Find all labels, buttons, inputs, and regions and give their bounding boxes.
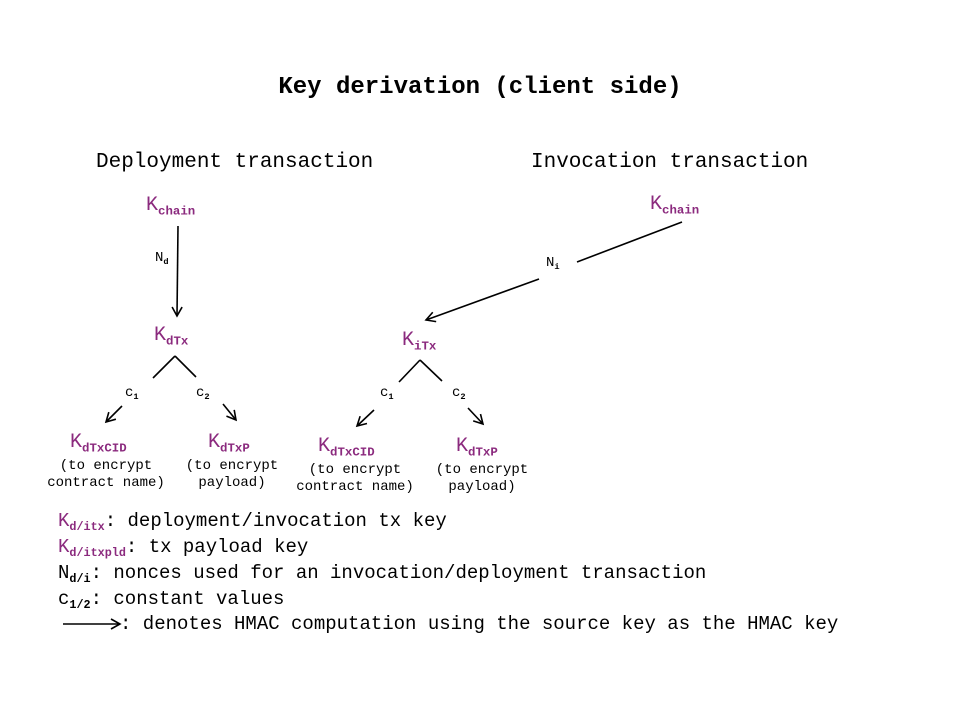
edge-dtx-split-right (174, 355, 197, 378)
invocation-p-note-line1: (to encrypt (435, 462, 529, 478)
deployment-p-note-line2: payload) (198, 475, 266, 491)
invocation-k-dtxp: KdTxP (456, 435, 498, 460)
invocation-c1-label: c1 (380, 385, 394, 403)
deployment-c1-label: c1 (125, 385, 139, 403)
deployment-p-note-line1: (to encrypt (185, 458, 279, 474)
invocation-c2-label: c2 (452, 385, 466, 403)
k-dtx: KdTx (154, 324, 189, 349)
invocation-cid-note-line2: contract name) (296, 479, 414, 495)
deployment-k-dtxcid: KdTxCID (70, 431, 127, 456)
edge-itx-to-p (467, 407, 485, 426)
deployment-cid-note: (to encrypt contract name) (36, 458, 176, 492)
invocation-cid-note-line1: (to encrypt (308, 462, 402, 478)
deployment-k-dtxp: KdTxP (208, 431, 250, 456)
edge-chain-to-dtx (171, 225, 183, 318)
legend-tx-key: Kd/itx: deployment/invocation tx key (58, 510, 447, 535)
edge-chain-to-nonce-i (576, 221, 683, 263)
legend-payload-key: Kd/itxpld: tx payload key (58, 536, 309, 561)
deployment-cid-note-line1: (to encrypt (59, 458, 153, 474)
edge-nonce-i-to-itx (424, 278, 540, 323)
diagram-title: Key derivation (client side) (278, 74, 682, 101)
legend-hmac: : denotes HMAC computation using the sou… (120, 613, 839, 635)
edge-itx-split-right (419, 359, 443, 382)
deployment-c2-label: c2 (196, 385, 210, 403)
deployment-k-chain: Kchain (146, 194, 196, 219)
invocation-k-dtxcid: KdTxCID (318, 435, 375, 460)
legend-constants-symbol: c1/2 (58, 588, 91, 613)
edge-itx-to-cid (355, 409, 375, 428)
legend-tx-key-symbol: Kd/itx (58, 510, 105, 535)
edge-dtx-split-left (152, 355, 176, 379)
edge-dtx-to-p (222, 403, 238, 422)
nonce-i-label: Ni (546, 255, 560, 273)
legend-constants: c1/2: constant values (58, 588, 285, 613)
invocation-p-note-line2: payload) (448, 479, 516, 495)
legend-nonces: Nd/i: nonces used for an invocation/depl… (58, 562, 707, 587)
invocation-cid-note: (to encrypt contract name) (285, 462, 425, 496)
k-itx: KiTx (402, 329, 437, 354)
edge-dtx-to-cid (104, 405, 123, 424)
invocation-k-chain: Kchain (650, 193, 700, 218)
nonce-d-label: Nd (155, 250, 169, 268)
invocation-p-note: (to encrypt payload) (424, 462, 540, 496)
legend-payload-key-symbol: Kd/itxpld (58, 536, 126, 561)
deployment-p-note: (to encrypt payload) (174, 458, 290, 492)
deployment-heading: Deployment transaction (96, 151, 374, 174)
legend-nonces-symbol: Nd/i (58, 562, 91, 587)
invocation-heading: Invocation transaction (531, 151, 809, 174)
deployment-cid-note-line2: contract name) (47, 475, 165, 491)
edge-itx-split-left (398, 359, 421, 383)
